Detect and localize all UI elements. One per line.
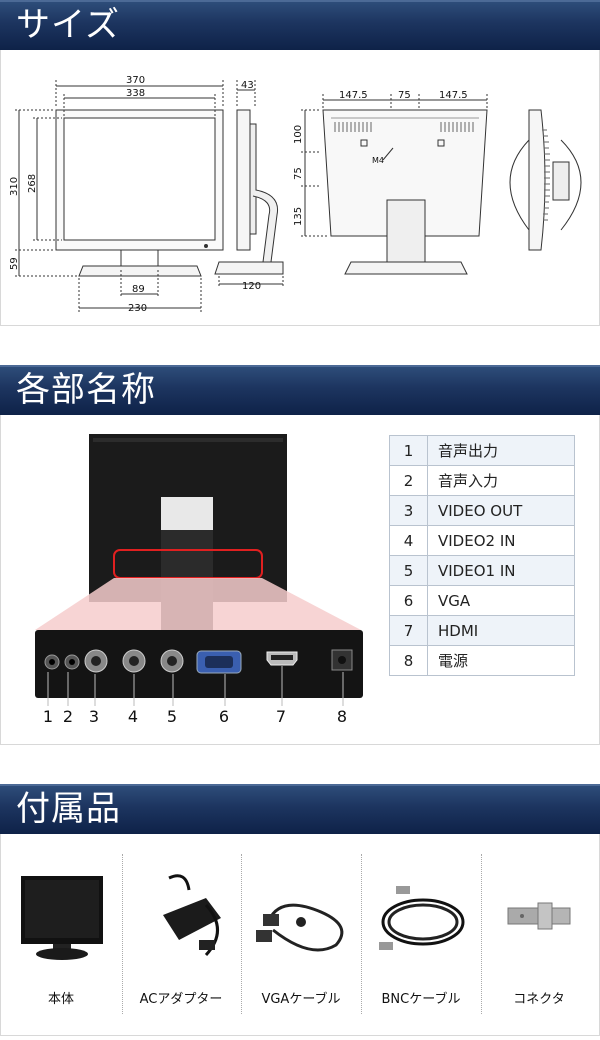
size-section-header: サイズ bbox=[0, 0, 600, 50]
accessory-divider bbox=[122, 854, 123, 1014]
side-view-drawing bbox=[214, 80, 284, 288]
bnc-cable-icon bbox=[379, 886, 465, 950]
parts-section-title: 各部名称 bbox=[16, 370, 156, 410]
part-number: 5 bbox=[389, 555, 428, 586]
accessory-label: BNCケーブル bbox=[381, 992, 461, 1007]
port-vga bbox=[196, 650, 242, 674]
part-name: VIDEO2 IN bbox=[427, 525, 575, 556]
zoom-funnel bbox=[35, 578, 361, 630]
accessory-label: 本体 bbox=[47, 992, 74, 1007]
port-video2-in bbox=[122, 649, 146, 673]
back-v2-label: 75 bbox=[293, 167, 304, 180]
front-width-outer-label: 370 bbox=[126, 75, 145, 86]
port-number-label: 2 bbox=[62, 707, 74, 726]
size-panel: 370 338 310 268 59 89 230 43 120 bbox=[0, 50, 600, 326]
back-right-label: 147.5 bbox=[439, 90, 468, 101]
port-audio-out bbox=[44, 654, 60, 670]
port-video1-in bbox=[160, 649, 184, 673]
part-name: 音声入力 bbox=[427, 465, 575, 496]
front-view-drawing bbox=[15, 80, 224, 312]
port-number-label: 5 bbox=[166, 707, 178, 726]
port-hdmi bbox=[266, 651, 298, 666]
port-power bbox=[331, 649, 353, 671]
front-width-inner-label: 338 bbox=[126, 88, 145, 99]
part-number: 3 bbox=[389, 495, 428, 526]
part-name: 音声出力 bbox=[427, 435, 575, 466]
monitor-icon bbox=[21, 876, 103, 960]
vga-cable-icon bbox=[256, 903, 344, 952]
port-number-label: 1 bbox=[42, 707, 54, 726]
size-section-title: サイズ bbox=[16, 5, 120, 45]
part-number: 8 bbox=[389, 645, 428, 676]
accessory-label: ACアダプター bbox=[139, 992, 223, 1007]
dimension-drawings: 370 338 310 268 59 89 230 43 120 bbox=[9, 75, 582, 314]
spec-label-sticker bbox=[161, 497, 213, 531]
part-name: VIDEO OUT bbox=[427, 495, 575, 526]
accessory-label: コネクタ bbox=[513, 992, 565, 1007]
part-name: HDMI bbox=[427, 615, 575, 646]
back-view-drawing bbox=[301, 94, 488, 275]
accessory-divider bbox=[481, 854, 482, 1014]
part-number: 4 bbox=[389, 525, 428, 556]
side-profile-drawing bbox=[509, 109, 582, 251]
port-number-label: 6 bbox=[218, 707, 230, 726]
accessory-divider bbox=[241, 854, 242, 1014]
accessories-panel bbox=[0, 834, 600, 1036]
side-depth-label: 43 bbox=[241, 80, 254, 91]
accessory-divider bbox=[361, 854, 362, 1014]
accessory-images bbox=[21, 874, 571, 960]
back-left-label: 147.5 bbox=[339, 90, 368, 101]
port-number-label: 8 bbox=[336, 707, 348, 726]
connector-icon bbox=[507, 902, 571, 930]
port-video-out bbox=[84, 649, 108, 673]
port-number-label: 3 bbox=[88, 707, 100, 726]
part-name: VGA bbox=[427, 585, 575, 616]
part-number: 2 bbox=[389, 465, 428, 496]
back-v3-label: 135 bbox=[293, 207, 304, 226]
port-audio-in bbox=[64, 654, 80, 670]
accessory-label: VGAケーブル bbox=[261, 992, 341, 1007]
stand-neck-label: 89 bbox=[132, 284, 145, 295]
front-height-inner-label: 268 bbox=[27, 174, 38, 193]
accessories-section-title: 付属品 bbox=[16, 789, 121, 829]
part-number: 6 bbox=[389, 585, 428, 616]
accessories-section-header: 付属品 bbox=[0, 784, 600, 834]
rear-panel-drawing bbox=[35, 434, 363, 706]
port-number-label: 4 bbox=[127, 707, 139, 726]
parts-section-header: 各部名称 bbox=[0, 365, 600, 415]
front-height-outer-label: 310 bbox=[9, 177, 20, 196]
part-name: 電源 bbox=[427, 645, 575, 676]
part-name: VIDEO1 IN bbox=[427, 555, 575, 586]
side-base-label: 120 bbox=[242, 281, 261, 292]
part-number: 7 bbox=[389, 615, 428, 646]
ac-adapter-icon bbox=[163, 874, 221, 957]
stand-base-label: 230 bbox=[128, 303, 147, 314]
port-number-label: 7 bbox=[275, 707, 287, 726]
stand-height-label: 59 bbox=[9, 257, 20, 270]
mount-label: M4 bbox=[372, 156, 384, 165]
back-v1-label: 100 bbox=[293, 125, 304, 144]
back-mid-label: 75 bbox=[398, 90, 411, 101]
part-number: 1 bbox=[389, 435, 428, 466]
